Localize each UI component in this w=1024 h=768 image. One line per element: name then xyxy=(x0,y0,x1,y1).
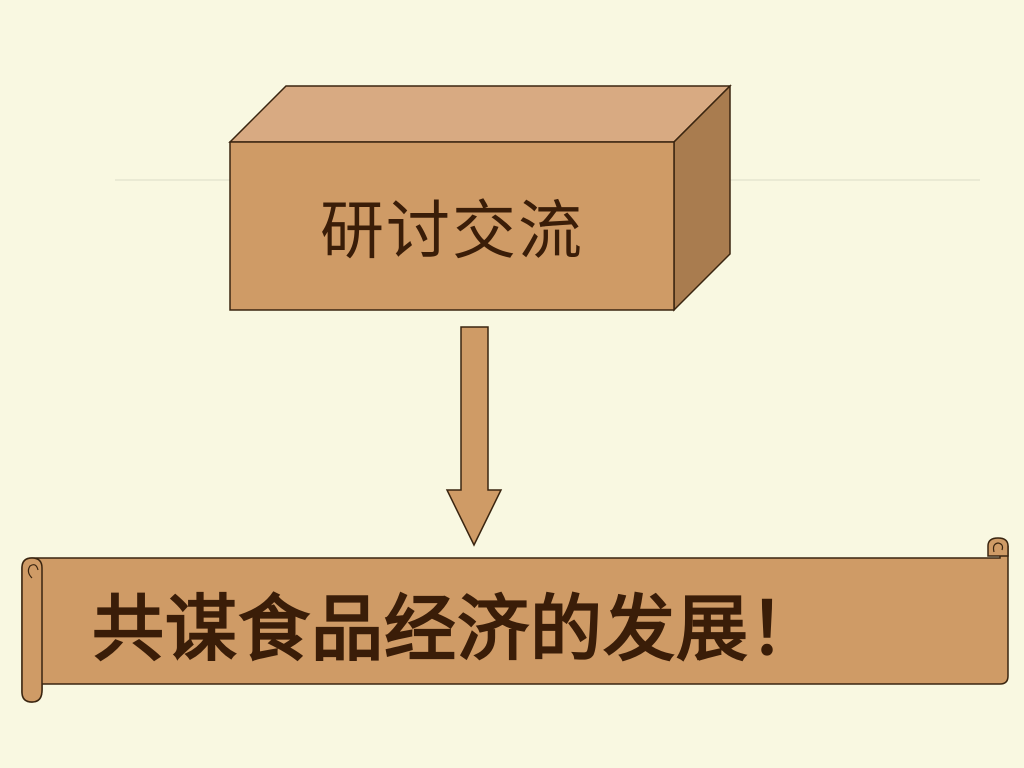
down-arrow xyxy=(445,326,503,547)
scroll-right-curl-inner xyxy=(992,542,1004,553)
box-3d xyxy=(228,84,732,312)
box-label: 研讨交流 xyxy=(320,195,584,269)
scroll-left-curl-inner xyxy=(27,564,39,579)
banner-label: 共谋食品经济的发展！ xyxy=(92,586,823,671)
box-top-face xyxy=(228,85,732,143)
box-front-face xyxy=(229,141,675,311)
scroll-right-curl xyxy=(987,537,1009,557)
scroll-banner xyxy=(21,537,1009,703)
scroll-left-curl xyxy=(21,557,43,703)
